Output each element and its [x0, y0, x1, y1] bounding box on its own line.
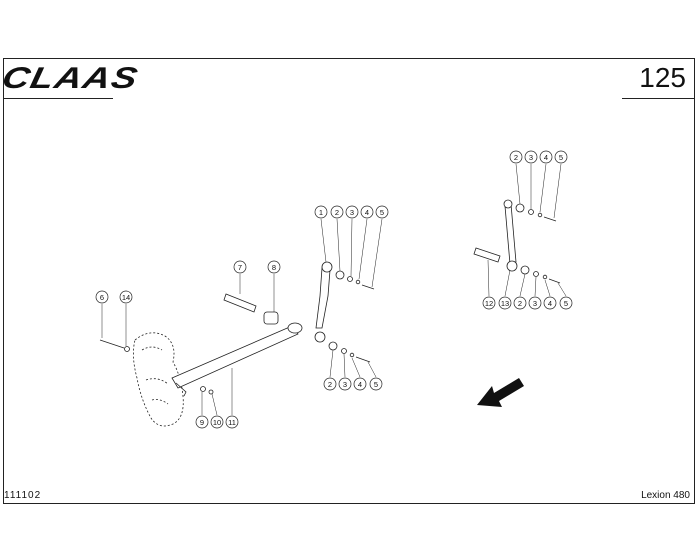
callout-mid-bottom-5: 5 [369, 377, 383, 391]
left-assembly [99, 293, 303, 427]
callout-right-top-5: 5 [554, 150, 568, 164]
callout-right-bottom-2: 2 [513, 296, 527, 310]
svg-text:6: 6 [100, 293, 104, 302]
svg-text:14: 14 [122, 293, 130, 302]
svg-text:5: 5 [559, 153, 563, 162]
svg-text:5: 5 [564, 299, 568, 308]
callout-mid-top-1: 1 [314, 205, 328, 219]
middle-link [314, 261, 375, 363]
svg-text:3: 3 [343, 380, 347, 389]
svg-text:9: 9 [200, 418, 204, 427]
drawing-frame [3, 58, 695, 504]
callout-mid-bottom-4: 4 [353, 377, 367, 391]
callout-mid-top-2: 2 [330, 205, 344, 219]
right-link [473, 199, 561, 284]
svg-text:4: 4 [365, 208, 369, 217]
svg-text:2: 2 [518, 299, 522, 308]
svg-text:13: 13 [501, 299, 509, 308]
header-rule-left [3, 98, 113, 99]
callout-right-bottom-12: 12 [482, 296, 496, 310]
arrow-down-left-icon [477, 378, 524, 407]
svg-text:3: 3 [533, 299, 537, 308]
header-rule-right [622, 98, 694, 99]
svg-text:5: 5 [374, 380, 378, 389]
callout-right-top-3: 3 [524, 150, 538, 164]
callout-right-bottom-3: 3 [528, 296, 542, 310]
callout-right-bottom-5: 5 [559, 296, 573, 310]
svg-text:5: 5 [380, 208, 384, 217]
callout-6: 6 [95, 290, 109, 304]
callouts: 6 14 7 8 9 10 11 1 2 3 4 5 2 3 4 5 2 3 4… [95, 150, 573, 429]
svg-text:3: 3 [529, 153, 533, 162]
callout-mid-bottom-2: 2 [323, 377, 337, 391]
svg-text:3: 3 [350, 208, 354, 217]
document-id: 111102 [4, 490, 42, 501]
callout-11: 11 [225, 415, 239, 429]
page-number: 125 [639, 62, 686, 93]
callout-8: 8 [267, 260, 281, 274]
svg-text:12: 12 [485, 299, 493, 308]
svg-text:1: 1 [319, 208, 323, 217]
leader-lines [101, 163, 567, 416]
callout-mid-top-3: 3 [345, 205, 359, 219]
callout-right-bottom-13: 13 [498, 296, 512, 310]
callout-mid-top-4: 4 [360, 205, 374, 219]
callout-mid-top-5: 5 [375, 205, 389, 219]
model-name: Lexion 480 [641, 490, 690, 501]
callout-7: 7 [233, 260, 247, 274]
callout-9: 9 [195, 415, 209, 429]
svg-text:10: 10 [213, 418, 221, 427]
svg-text:2: 2 [514, 153, 518, 162]
svg-text:8: 8 [272, 263, 276, 272]
svg-text:4: 4 [544, 153, 548, 162]
svg-text:7: 7 [238, 263, 242, 272]
svg-text:4: 4 [548, 299, 552, 308]
callout-right-top-4: 4 [539, 150, 553, 164]
svg-text:4: 4 [358, 380, 362, 389]
callout-right-top-2: 2 [509, 150, 523, 164]
callout-right-bottom-4: 4 [543, 296, 557, 310]
svg-text:2: 2 [335, 208, 339, 217]
callout-mid-bottom-3: 3 [338, 377, 352, 391]
callout-10: 10 [210, 415, 224, 429]
svg-text:11: 11 [228, 418, 236, 427]
svg-text:2: 2 [328, 380, 332, 389]
callout-14: 14 [119, 290, 133, 304]
